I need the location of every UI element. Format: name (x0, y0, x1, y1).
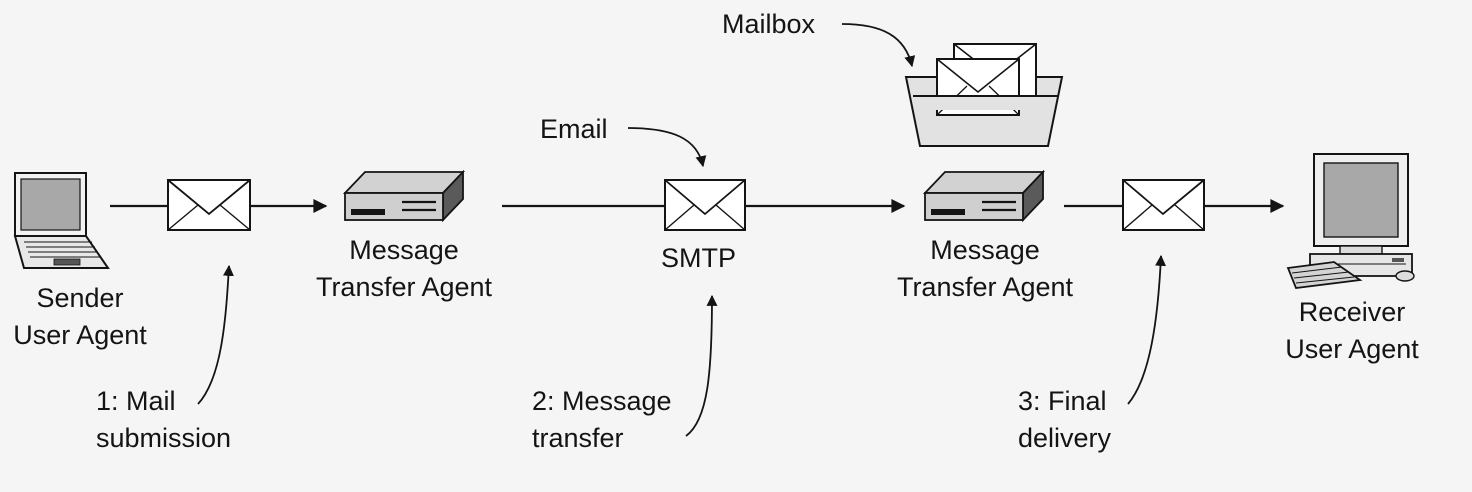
receiver-user-agent-label: Receiver User Agent (1268, 294, 1436, 368)
sender-user-agent-label: Sender User Agent (0, 280, 160, 354)
laptop-icon (13, 172, 110, 269)
mailbox-pointer-arrow (841, 23, 916, 68)
message-transfer-arrow (685, 294, 718, 437)
email-label: Email (540, 114, 608, 144)
mta-right-label-line1: Message (930, 235, 1040, 265)
mta-left-label-line2: Transfer Agent (315, 272, 493, 302)
annotation-arrows (197, 23, 1167, 437)
step-1-label: 1: Mail submission (96, 383, 231, 457)
mailbox-label: Mailbox (722, 9, 816, 39)
step-3-line1: 3: Final (1018, 386, 1107, 416)
step-2-label: 2: Message transfer (532, 383, 672, 457)
router-icon (922, 169, 1046, 223)
mta-left-label-line1: Message (349, 235, 459, 265)
sender-label-line1: Sender (36, 283, 124, 313)
step-2-line1: 2: Message (532, 386, 672, 416)
receiver-label-line2: User Agent (1285, 334, 1419, 364)
final-delivery-arrow (1127, 254, 1167, 405)
envelope-icon (664, 179, 746, 231)
mailbox-icon (904, 43, 1064, 147)
mta-right-label: Message Transfer Agent (880, 232, 1090, 306)
email-pointer-arrow (627, 127, 707, 168)
envelope-icon (1122, 179, 1205, 231)
mail-submission-arrow (197, 264, 234, 405)
step-1-line1: 1: Mail (96, 386, 176, 416)
step-2-line2: transfer (532, 423, 624, 453)
mta-left-label: Message Transfer Agent (299, 232, 509, 306)
sender-label-line2: User Agent (13, 320, 147, 350)
envelope-icon (167, 179, 251, 231)
router-icon (342, 169, 466, 223)
mta-right-label-line2: Transfer Agent (896, 272, 1074, 302)
step-1-line2: submission (96, 423, 232, 453)
step-3-line2: delivery (1018, 423, 1112, 453)
smtp-label: SMTP (661, 243, 737, 273)
receiver-label-line1: Receiver (1298, 297, 1406, 327)
desktop-computer-icon (1286, 153, 1415, 289)
step-3-label: 3: Final delivery (1018, 383, 1111, 457)
